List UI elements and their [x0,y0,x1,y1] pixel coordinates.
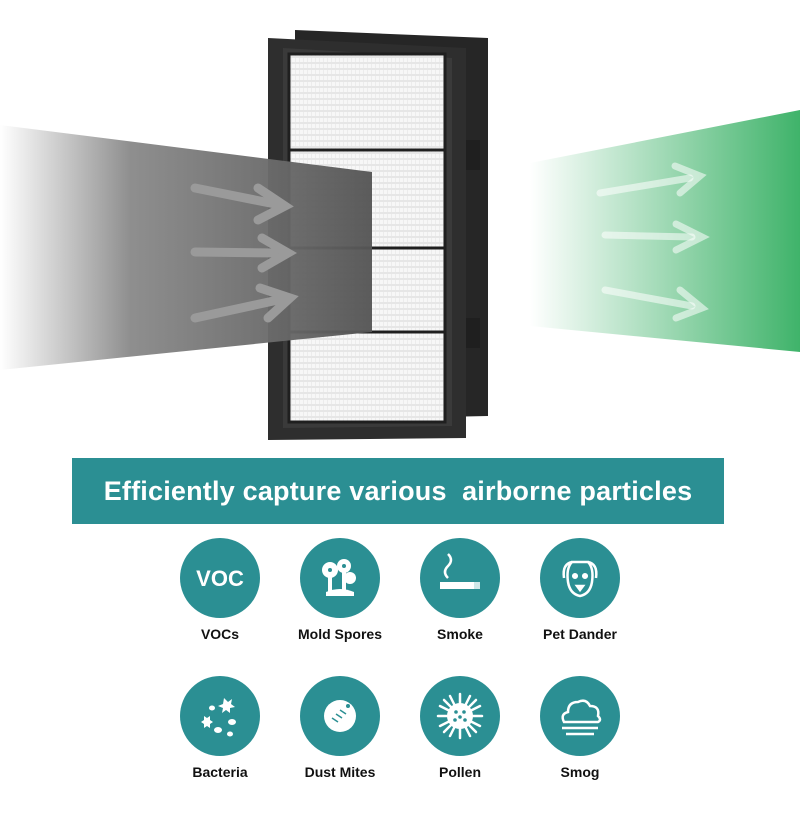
particle-label: Dust Mites [304,764,376,780]
particle-item-smoke: Smoke [400,538,520,642]
mold-spores-icon [300,538,380,618]
particle-label: Mold Spores [297,626,382,642]
smog-cloud-icon [540,676,620,756]
particle-label: Smoke [437,626,483,642]
headline-banner: Efficiently capture various airborne par… [72,458,724,524]
voc-icon: VOC [180,538,260,618]
filter-hero-illustration [0,30,800,440]
particle-label: VOCs [200,626,240,642]
particle-label: Bacteria [192,764,248,780]
cigarette-smoke-icon [420,538,500,618]
particle-label: Pollen [438,764,481,780]
clean-air-arrows [596,162,710,322]
particle-label: Smog [560,764,600,780]
particle-label: Pet Dander [543,626,617,642]
voc-icon-text: VOC [196,566,244,591]
particle-item-bacteria: Bacteria [160,676,280,780]
particle-item-pollen: Pollen [400,676,520,780]
dirty-air-arrows [190,183,299,323]
particle-item-vocs: VOC VOCs [160,538,280,642]
dog-head-icon [540,538,620,618]
pollen-icon [420,676,500,756]
dust-mite-icon [300,676,380,756]
particle-grid: VOC VOCs Mold Spores [160,538,640,814]
particle-item-smog: Smog [520,676,640,780]
particle-item-mold-spores: Mold Spores [280,538,400,642]
particle-item-dust-mites: Dust Mites [280,676,400,780]
clean-air-stream [530,110,800,352]
particle-item-pet-dander: Pet Dander [520,538,640,642]
particle-row: Bacteria Dust Mites [160,676,640,814]
bacteria-icon [180,676,260,756]
particle-row: VOC VOCs Mold Spores [160,538,640,676]
